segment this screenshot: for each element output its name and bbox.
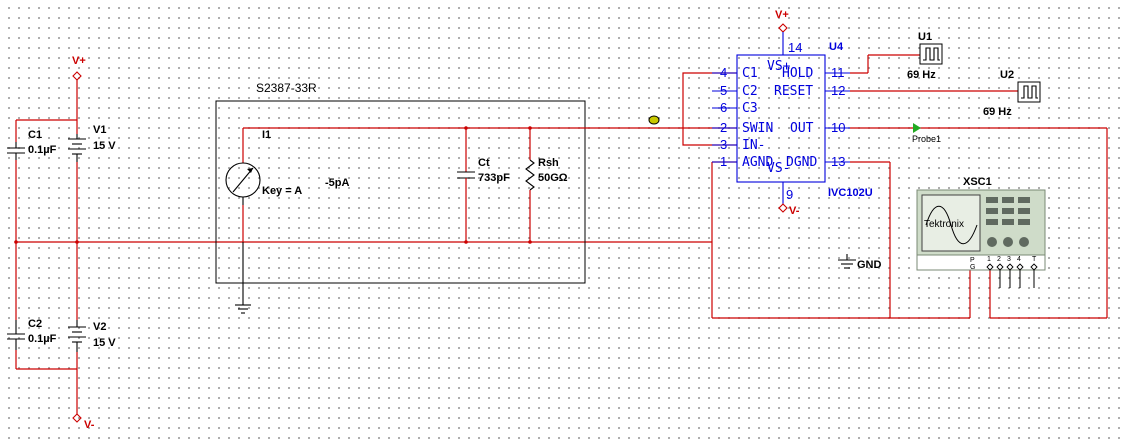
vminus-label-ic: V- (789, 205, 800, 217)
ic-pin-name: RESET (774, 84, 813, 99)
clock-u1-freq: 69 Hz (907, 69, 936, 81)
ic-pin-name: DGND (786, 155, 817, 170)
svg-text:G: G (970, 264, 975, 271)
ic-pin-num: 5 (720, 83, 727, 98)
ic-pin-name: C1 (742, 66, 758, 81)
ground-symbol-gnd[interactable] (838, 254, 856, 269)
capacitor-c1[interactable] (7, 142, 25, 160)
c2-name: C2 (28, 318, 42, 330)
clock-source-u2[interactable] (1017, 81, 1041, 103)
ic-pin-num: 4 (720, 65, 727, 80)
ic-pin-name: IN- (742, 138, 765, 153)
ic-pin-vs-minus-num: 9 (786, 187, 793, 202)
ic-pin-num: 11 (831, 65, 845, 80)
rsh-name: Rsh (538, 157, 559, 169)
gnd-label: GND (857, 259, 882, 271)
ic-u4[interactable] (736, 54, 826, 183)
probe-name: Probe1 (912, 134, 941, 144)
probe-marker[interactable] (913, 123, 921, 133)
svg-text:2: 2 (997, 256, 1001, 263)
clock-u2-freq: 69 Hz (983, 106, 1012, 118)
svg-text:P: P (970, 257, 975, 264)
current-source-i1[interactable] (225, 162, 261, 205)
ic-pin-num: 1 (720, 154, 727, 169)
scope-knobs (987, 237, 1029, 247)
ic-pin-num: 3 (720, 137, 727, 152)
ic-u4-left-pins (712, 72, 737, 163)
ic-pin-name: C3 (742, 101, 758, 116)
ic-pin-name: HOLD (782, 66, 813, 81)
svg-text:4: 4 (1017, 256, 1021, 263)
clock-source-u1[interactable] (919, 43, 943, 65)
ic-vs-plus: VS+ (767, 59, 791, 74)
ic-pin-num: 6 (720, 100, 727, 115)
scope-input-leads (999, 270, 1035, 288)
vplus-label-left: V+ (72, 55, 86, 67)
ic-pin-name: SWIN (742, 121, 773, 136)
vplus-label-ic: V+ (775, 9, 789, 21)
v2-value: 15 V (93, 337, 116, 349)
net-connector[interactable] (648, 115, 660, 125)
clock-u2-name: U2 (1000, 69, 1014, 81)
ground-symbol-i1 (235, 304, 251, 314)
capacitor-c2[interactable] (7, 320, 25, 350)
ct-value: 733pF (478, 172, 510, 184)
scope-waveform (925, 205, 978, 245)
clock-u1-name: U1 (918, 31, 932, 43)
vminus-terminal-ic[interactable] (778, 203, 788, 213)
vminus-terminal-left[interactable] (72, 413, 82, 423)
ic-pin-num: 10 (831, 120, 845, 135)
vplus-terminal-ic[interactable] (778, 23, 788, 33)
ic-pin-num: 12 (831, 83, 845, 98)
c1-value: 0.1µF (28, 144, 57, 156)
battery-v2[interactable] (68, 320, 86, 352)
sensor-block[interactable] (215, 100, 586, 284)
svg-text:T: T (1032, 256, 1037, 263)
ct-name: Ct (478, 157, 490, 169)
i1-name: I1 (262, 129, 271, 141)
scope-name: XSC1 (963, 176, 992, 188)
svg-text:3: 3 (1007, 256, 1011, 263)
rsh-value: 50GΩ (538, 172, 568, 184)
battery-v1[interactable] (68, 134, 86, 162)
oscilloscope-xsc1[interactable] (916, 189, 1046, 271)
v1-value: 15 V (93, 140, 116, 152)
v2-name: V2 (93, 321, 106, 333)
ic-pin-name: C2 (742, 84, 758, 99)
ic-pin-num: 13 (831, 154, 845, 169)
ic-ref: U4 (829, 41, 844, 53)
vminus-label-left: V- (84, 419, 95, 431)
scope-pin-labels: P G 1 2 3 4 T (970, 256, 1037, 271)
ic-pin-name: OUT (790, 121, 814, 136)
c2-value: 0.1µF (28, 333, 57, 345)
c1-name: C1 (28, 129, 42, 141)
i1-value: -5pA (325, 177, 350, 189)
scope-button-grid (986, 197, 1030, 225)
scope-brand: Tektronix (924, 219, 964, 230)
ic-vs-minus: VS- (767, 161, 790, 176)
vplus-terminal-left[interactable] (72, 71, 82, 81)
sensor-block-title: S2387-33R (256, 81, 317, 95)
ic-u4-right-pins (825, 72, 850, 163)
v1-name: V1 (93, 124, 106, 136)
capacitor-ct[interactable] (457, 171, 475, 179)
ic-pin-name: AGND (742, 155, 773, 170)
scope-screen (921, 194, 981, 252)
resistor-rsh[interactable] (525, 159, 535, 191)
i1-key: Key = A (262, 185, 302, 197)
ic-pin-num: 2 (720, 120, 727, 135)
ic-part: IVC102U (828, 187, 873, 199)
supply-section: V+ C1 0.1µF V1 15 V (7, 55, 712, 431)
svg-text:1: 1 (987, 256, 991, 263)
ic-pin-vs-plus-num: 14 (788, 40, 802, 55)
